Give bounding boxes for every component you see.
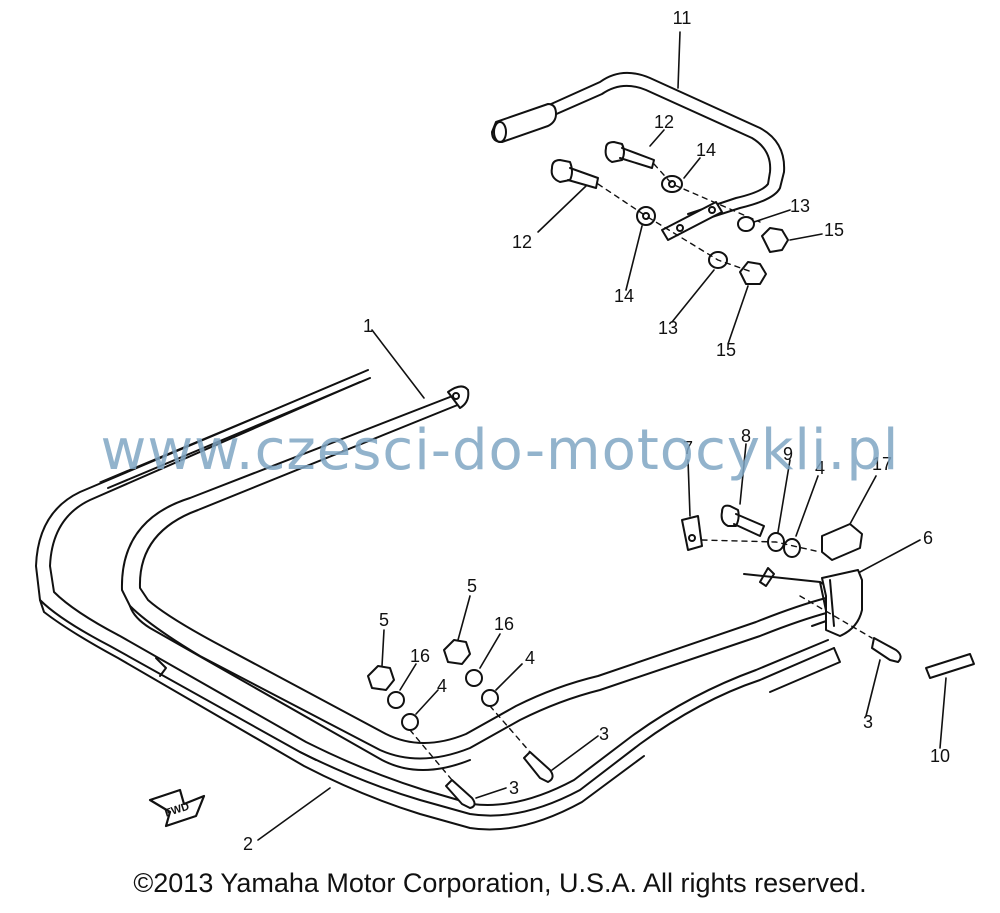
grab-bar-part-11 xyxy=(491,71,786,241)
callout-10: 10 xyxy=(930,746,950,766)
copyright-notice: ©2013 Yamaha Motor Corporation, U.S.A. A… xyxy=(133,868,867,898)
callout-4-mid: 4 xyxy=(525,648,535,668)
bolt-part-12-upper xyxy=(604,141,655,169)
callout-4-rear: 4 xyxy=(815,458,825,478)
washer-part-14-upper xyxy=(661,175,683,193)
callout-11: 11 xyxy=(673,8,692,28)
callout-5-right: 5 xyxy=(467,576,477,596)
callout-5-left: 5 xyxy=(379,610,389,630)
washer-part-14-lower xyxy=(636,206,656,226)
watermark-text: www.czesci-do-motocykli.pl xyxy=(100,418,900,483)
callout-15-upper: 15 xyxy=(824,220,844,240)
callout-6: 6 xyxy=(923,528,933,548)
callout-14-lower: 14 xyxy=(614,286,634,306)
callout-12-lower: 12 xyxy=(512,232,532,252)
callout-15-lower: 15 xyxy=(716,340,736,360)
callout-3-left: 3 xyxy=(509,778,519,798)
callout-7: 7 xyxy=(683,438,693,458)
bolt-part-3-right xyxy=(871,637,902,663)
washer-part-4-left xyxy=(401,713,419,731)
lock-washer-part-13-upper xyxy=(737,216,755,232)
callout-12-upper: 12 xyxy=(654,112,674,132)
nut-part-15-lower xyxy=(739,261,767,285)
washer-part-16-left xyxy=(387,691,405,709)
callout-4-left: 4 xyxy=(437,676,447,696)
clamp-part-17 xyxy=(821,523,863,561)
bumper-rail-part-2 xyxy=(35,369,841,831)
callout-8: 8 xyxy=(741,426,751,446)
nut-part-5-right xyxy=(443,639,471,665)
nut-part-15-upper xyxy=(761,227,789,253)
bolt-part-12-lower xyxy=(550,159,599,189)
callout-14-upper: 14 xyxy=(696,140,716,160)
callout-13-lower: 13 xyxy=(658,318,678,338)
tape-strip-part-10 xyxy=(925,653,975,679)
callout-1: 1 xyxy=(363,316,373,336)
callout-2: 2 xyxy=(243,834,253,854)
nut-part-5-left xyxy=(367,665,395,691)
fwd-arrow-icon xyxy=(148,788,206,828)
callout-16-right: 16 xyxy=(494,614,514,634)
bracket-part-6 xyxy=(821,569,863,637)
bolt-part-8 xyxy=(720,504,765,537)
callout-3-right: 3 xyxy=(863,712,873,732)
callout-9: 9 xyxy=(783,444,793,464)
bolt-part-3-left xyxy=(445,779,476,809)
callout-13-upper: 13 xyxy=(790,196,810,216)
washer-part-16-right xyxy=(465,669,483,687)
plate-nut-part-7 xyxy=(681,515,703,551)
callout-16-left: 16 xyxy=(410,646,430,666)
bolt-part-3-center xyxy=(523,751,554,783)
washer-part-4-mid xyxy=(481,689,499,707)
callout-3-center: 3 xyxy=(599,724,609,744)
washer-part-4-rear xyxy=(783,538,801,558)
callout-17: 17 xyxy=(872,454,892,474)
